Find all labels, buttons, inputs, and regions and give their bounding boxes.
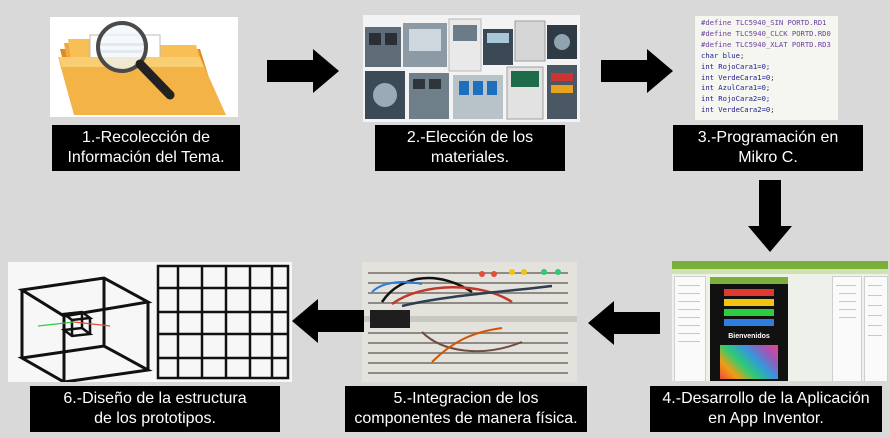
step2-label: 2.-Elección de los materiales.: [375, 125, 565, 171]
arrow-left-icon: [292, 299, 364, 343]
step4-app-inventor-screenshot: Bienvenidos: [672, 261, 888, 381]
app-inventor-phone-preview: Bienvenidos: [710, 277, 788, 381]
materials-collage: [363, 15, 580, 122]
app-inventor-subbar: [672, 269, 888, 274]
arrow-right-icon: [267, 49, 339, 93]
step6-wireframe-render: [8, 262, 292, 382]
code-line: char blue;: [701, 50, 745, 60]
arrow-right-icon: [601, 49, 673, 93]
step3-code-listing: #define TLC5940_SIN PORTD.RD1 #define TL…: [695, 16, 838, 120]
code-line: #define TLC5940_XLAT PORTD.RD3: [701, 39, 831, 49]
code-line: int VerdeCara2=0;: [701, 105, 775, 115]
step2-image: [363, 15, 580, 122]
app-inventor-topbar: [672, 261, 888, 269]
arrow-down-icon: [748, 180, 792, 252]
wireframe-cube-illustration: [8, 262, 292, 382]
app-inventor-palette: [674, 276, 706, 381]
code-line: #define TLC5940_SIN PORTD.RD1: [701, 18, 827, 27]
step6-label: 6.-Diseño de la estructura de los protot…: [30, 386, 280, 432]
step5-label: 5.-Integracion de los componentes de man…: [345, 386, 587, 432]
code-line: int AzulCara1=0;: [701, 83, 771, 93]
folder-magnifier-illustration: [58, 21, 226, 115]
step1-image: [50, 17, 238, 117]
code-line: int RojoCara2=0;: [701, 94, 771, 104]
code-line: int RojoCara1=0;: [701, 61, 771, 71]
code-line: #define TLC5940_CLCK PORTD.RD0: [701, 28, 831, 38]
app-screen-artwork: [720, 345, 778, 379]
step5-breadboard-photo: [362, 262, 577, 382]
app-inventor-components: [832, 276, 862, 381]
step4-label: 4.-Desarrollo de la Aplicación en App In…: [650, 386, 882, 432]
code-line: int VerdeCara1=0;: [701, 72, 775, 82]
app-screen-title: Bienvenidos: [728, 333, 770, 340]
step3-label: 3.-Programación en Mikro C.: [673, 125, 863, 171]
app-inventor-properties: [864, 276, 888, 381]
step1-label: 1.-Recolección de Información del Tema.: [52, 125, 240, 171]
breadboard-illustration: [362, 262, 577, 382]
arrow-left-icon: [588, 301, 660, 345]
